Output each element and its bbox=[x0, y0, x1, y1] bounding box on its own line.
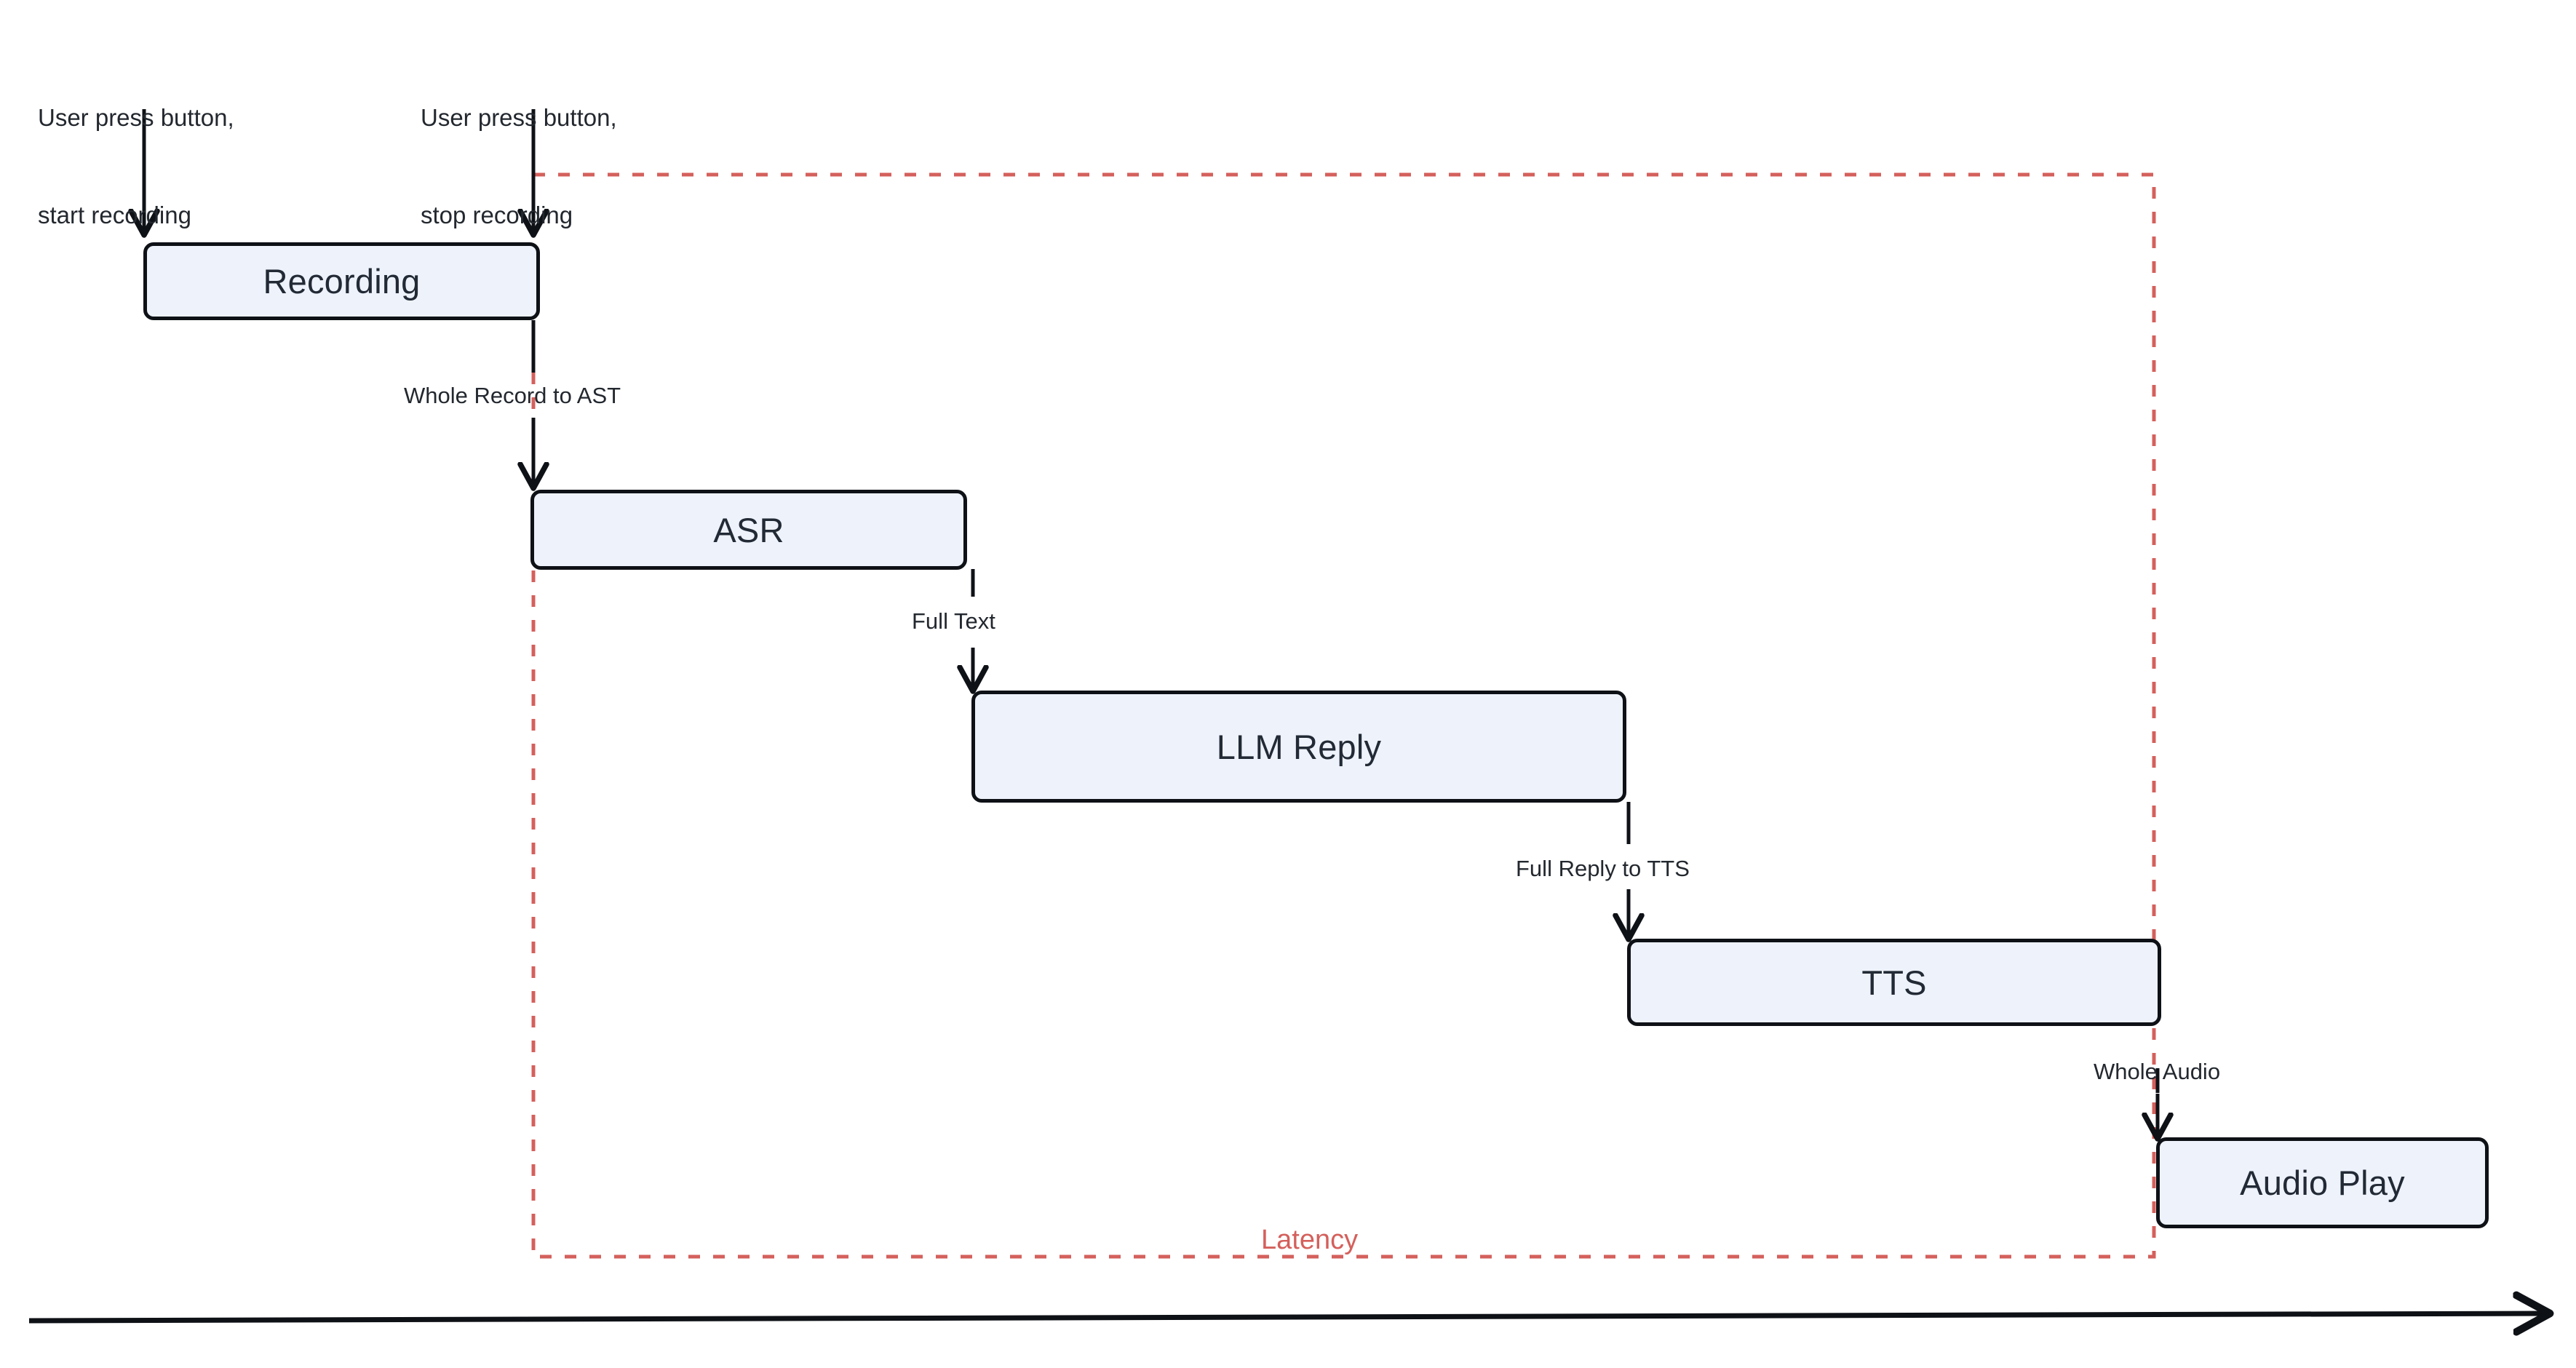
stage-box-asr[interactable]: ASR bbox=[530, 490, 967, 570]
flow-label-full-text: Full Text bbox=[912, 608, 995, 634]
stage-label-recording: Recording bbox=[263, 262, 421, 301]
start-recording-note-line2: start recording bbox=[38, 202, 191, 229]
latency-region-label: Latency bbox=[1261, 1225, 1359, 1255]
stop-recording-note-line2: stop recording bbox=[421, 202, 573, 229]
start-recording-note: User press button, start recording bbox=[38, 36, 234, 298]
stage-label-audio-play: Audio Play bbox=[2240, 1164, 2405, 1202]
stop-recording-note: User press button, stop recording bbox=[421, 36, 617, 298]
stage-label-llm-reply: LLM Reply bbox=[1216, 727, 1382, 766]
stage-label-asr: ASR bbox=[713, 510, 784, 549]
flow-label-whole-audio: Whole Audio bbox=[2094, 1059, 2221, 1084]
flow-label-whole-record-to-ast: Whole Record to AST bbox=[404, 383, 621, 408]
latency-region-outline bbox=[531, 172, 2156, 1259]
stage-box-audio-play[interactable]: Audio Play bbox=[2156, 1137, 2489, 1228]
stage-box-tts[interactable]: TTS bbox=[1627, 939, 2161, 1026]
stage-box-llm-reply[interactable]: LLM Reply bbox=[971, 691, 1626, 803]
stage-label-tts: TTS bbox=[1861, 963, 1927, 1002]
start-recording-note-line1: User press button, bbox=[38, 103, 234, 131]
time-axis-arrow bbox=[28, 1313, 2547, 1321]
stage-box-recording[interactable]: Recording bbox=[143, 242, 540, 320]
flow-label-full-reply-to-tts: Full Reply to TTS bbox=[1516, 856, 1690, 881]
stop-recording-note-line1: User press button, bbox=[421, 103, 617, 131]
